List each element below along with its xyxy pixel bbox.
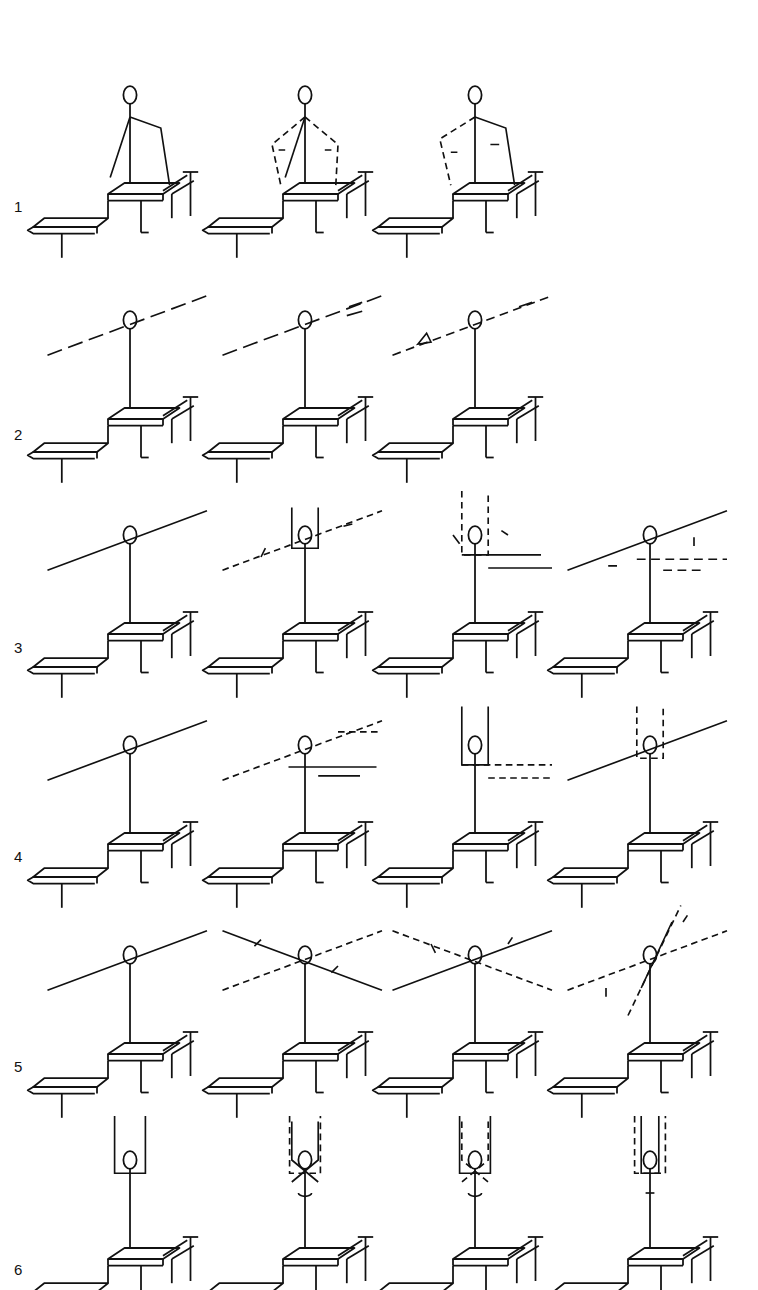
row-number: 6 (14, 1262, 22, 1277)
row-number: 1 (14, 199, 22, 214)
row-number: 4 (14, 849, 22, 864)
row-number: 5 (14, 1059, 22, 1074)
row-number: 3 (14, 640, 22, 655)
row-number: 2 (14, 427, 22, 442)
